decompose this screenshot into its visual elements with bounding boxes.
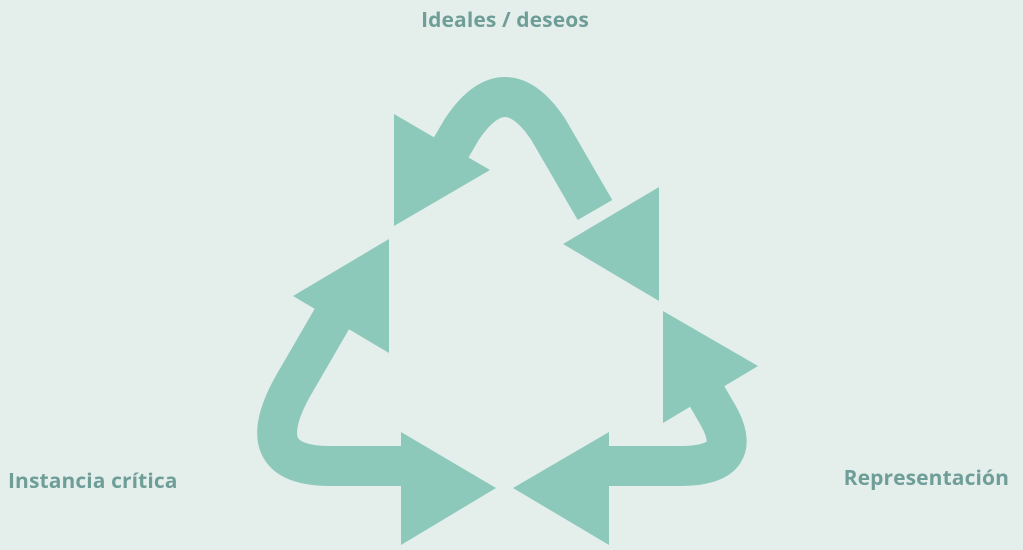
arrowhead-right (663, 311, 758, 423)
label-representacion: Representación (843, 464, 1009, 492)
arrow-top-left-shaft (420, 77, 613, 221)
arrowhead-bottom-left (401, 432, 496, 545)
label-ideales-deseos: Ideales / deseos (421, 6, 589, 34)
label-instancia-critica: Instancia crítica (8, 467, 178, 495)
arrowhead-left (293, 239, 389, 353)
arrowhead-upper-right (563, 187, 659, 301)
arrowhead-upper-left (394, 114, 490, 226)
arrow-left-bottom-shaft (257, 294, 420, 486)
arrowhead-bottom-right (513, 432, 609, 545)
arrow-right-bottom-shaft (590, 374, 747, 486)
